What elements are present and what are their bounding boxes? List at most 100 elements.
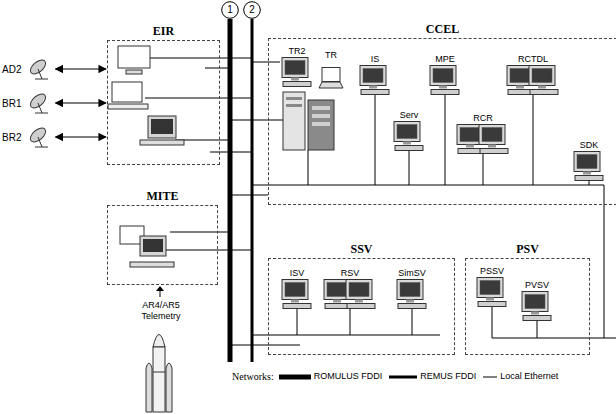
ethernet-drop: [412, 309, 413, 335]
ethernet-line: [252, 185, 604, 186]
computer-icon: [395, 279, 429, 309]
rocket-booster: [146, 363, 152, 412]
group-box: EIR: [107, 40, 220, 165]
ethernet-drop: [297, 309, 298, 335]
keyboard: [398, 304, 426, 309]
ethernet-line: [230, 120, 283, 121]
monitor: [479, 125, 505, 145]
ethernet-drop: [350, 309, 351, 335]
monitor-stand: [488, 145, 496, 148]
link-arrow: [55, 68, 106, 69]
screen: [525, 295, 545, 309]
screen: [400, 283, 420, 297]
legend-line: [483, 376, 497, 377]
ethernet-line: [230, 195, 268, 196]
monitor-stand: [538, 86, 546, 89]
legend-line: [279, 374, 311, 379]
group-heading: PSV: [466, 242, 589, 256]
monitor: [282, 280, 308, 300]
workstation: SimSV: [395, 268, 429, 309]
monitor: [477, 278, 503, 298]
server-rack: [283, 92, 305, 150]
telemetry-note: AR4/AR5 Telemetry: [126, 300, 196, 322]
monitor-base: [126, 70, 142, 74]
monitor-stand: [333, 300, 341, 303]
server-rack: [308, 100, 334, 150]
legend-text: Local Ethernet: [500, 371, 558, 382]
monitor-stand: [291, 300, 299, 303]
workstation-label: RCTDL: [518, 54, 548, 65]
legend: Networks:ROMULUS FDDIREMUS FDDILocal Eth…: [232, 371, 562, 382]
workstation-label: SDK: [580, 140, 599, 151]
group-heading: SSV: [269, 242, 454, 256]
keyboard: [361, 90, 389, 95]
keyboard: [530, 90, 558, 95]
workstation: RCR: [455, 113, 511, 154]
antenna-base: [35, 79, 48, 80]
monitor: [148, 116, 176, 138]
computer-icon: [322, 279, 378, 309]
antenna-mast: [38, 137, 42, 147]
monitor-stand: [516, 86, 524, 89]
workstation: SDK: [572, 140, 606, 181]
workstation: ISV: [280, 268, 314, 309]
ethernet-line: [165, 250, 252, 251]
computer-icon: [280, 57, 314, 87]
screen: [480, 281, 500, 295]
workstation-label: SimSV: [398, 268, 426, 279]
group-heading: CCEL: [269, 22, 616, 36]
monitor-stand: [369, 86, 377, 89]
antenna-label: AD2: [2, 64, 21, 75]
keyboard: [395, 146, 423, 151]
computer-icon: [475, 277, 509, 307]
group-box: CCELTR2TRISMPERCTDLServRCRSDK: [268, 38, 616, 205]
screen: [285, 283, 305, 297]
ethernet-line: [170, 232, 230, 233]
workstation-label: Serv: [400, 110, 419, 121]
keyboard: [140, 140, 184, 145]
monitor: [394, 122, 420, 142]
monitor: [397, 280, 423, 300]
computer-icon: [280, 279, 314, 309]
workstation: TR: [318, 50, 344, 91]
callout-number: 2: [243, 1, 261, 19]
server-slot: [312, 122, 330, 126]
ethernet-line: [604, 185, 605, 338]
computer-icon: [505, 65, 561, 95]
ethernet-line: [145, 98, 252, 99]
workstation: Serv: [392, 110, 426, 151]
legend-text: ROMULUS FDDI: [314, 371, 383, 382]
monitor-stand: [439, 86, 447, 89]
keyboard: [283, 304, 311, 309]
arrow-head: [156, 286, 164, 291]
group-heading: EIR: [108, 24, 219, 38]
ethernet-drop: [308, 150, 309, 185]
keyboard: [480, 149, 508, 154]
computer-icon: [392, 121, 426, 151]
monitor: [140, 236, 166, 256]
screen: [285, 61, 305, 75]
antenna-label: BR1: [2, 98, 21, 109]
antenna-mast: [38, 69, 42, 79]
keyboard: [108, 104, 148, 109]
keyboard: [523, 316, 551, 321]
antenna-dish: [28, 92, 48, 111]
monitor-stand: [531, 312, 539, 315]
group-box: MITE: [107, 205, 218, 285]
workstation-label: IS: [371, 54, 380, 65]
keyboard: [431, 90, 459, 95]
monitor: [522, 292, 548, 312]
legend-line-sample: [483, 372, 497, 382]
antenna-dish: [28, 126, 48, 145]
monitor-stand: [406, 300, 414, 303]
monitor: [118, 46, 150, 68]
workstation-label: PVSV: [525, 280, 549, 291]
link-arrow: [55, 102, 106, 103]
group-box: PSVPSSVPVSV: [465, 258, 590, 355]
ethernet-line: [230, 345, 300, 346]
screen: [327, 283, 347, 297]
screen: [532, 69, 552, 83]
ethernet-line: [205, 68, 230, 69]
ethernet-drop: [445, 95, 446, 185]
circle-shape: [244, 2, 261, 19]
